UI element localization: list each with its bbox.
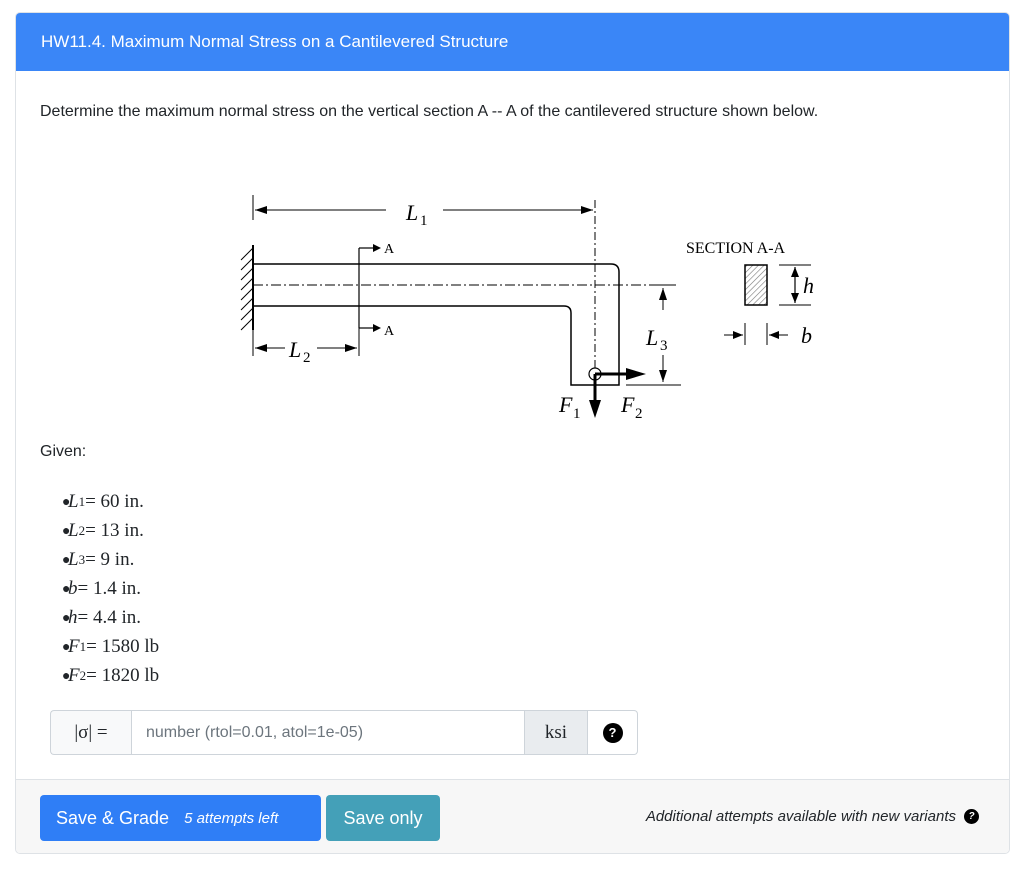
help-icon[interactable]: ?: [964, 809, 979, 824]
param-sub: 2: [78, 523, 86, 538]
force-F2-arrow: [626, 368, 646, 380]
question-title: HW11.4. Maximum Normal Stress on a Canti…: [16, 13, 1009, 71]
label-L1: L: [405, 200, 418, 225]
label-F2-sub: 2: [635, 406, 643, 422]
label-L3: L: [645, 325, 658, 350]
cut-label-top: A: [384, 242, 395, 257]
param-var: L: [68, 520, 79, 541]
attempts-note-text: Additional attempts available with new v…: [645, 808, 956, 825]
answer-input-group: |σ| = ksi ?: [50, 710, 638, 755]
save-grade-label: Save & Grade: [56, 807, 170, 828]
label-F1-sub: 1: [573, 406, 581, 422]
label-F1: F: [558, 392, 573, 417]
section-aa-detail: SECTION A-A h b: [686, 240, 814, 348]
save-grade-button[interactable]: Save & Grade 5 attempts left: [40, 795, 321, 841]
list-item: ●h = 4.4 in.: [40, 603, 159, 632]
param-sub: 2: [79, 668, 87, 683]
card-footer: Save & Grade 5 attempts left Save only A…: [16, 779, 1009, 853]
param-eq: = 13 in.: [85, 520, 144, 541]
dimension-L1: L 1: [252, 195, 593, 229]
attempts-left: 5 attempts left: [184, 809, 279, 827]
param-eq: = 9 in.: [85, 549, 135, 570]
section-cut-A: A A: [358, 242, 395, 339]
param-eq: = 1820 lb: [86, 665, 160, 686]
question-prompt: Determine the maximum normal stress on t…: [40, 103, 819, 120]
label-L1-sub: 1: [420, 213, 428, 229]
attempts-note: Additional attempts available with new v…: [646, 808, 979, 825]
param-eq: = 1.4 in.: [77, 578, 142, 599]
param-sub: 1: [78, 494, 86, 509]
question-title-text: HW11.4. Maximum Normal Stress on a Canti…: [41, 32, 509, 51]
wall-support: [240, 245, 254, 331]
cut-label-bottom: A: [384, 324, 395, 339]
param-sub: 3: [78, 552, 86, 567]
param-var: L: [68, 491, 79, 512]
answer-label: |σ| =: [50, 710, 131, 755]
param-var: h: [68, 607, 78, 628]
param-var: F: [68, 665, 80, 686]
dimension-L2: L 2: [252, 328, 360, 366]
question-card: HW11.4. Maximum Normal Stress on a Canti…: [15, 12, 1010, 854]
label-F2: F: [620, 392, 635, 417]
param-eq: = 1580 lb: [86, 636, 160, 657]
beam-body: [253, 263, 620, 386]
label-L2-sub: 2: [303, 350, 311, 366]
cantilever-diagram: L 1 A A L 2 L: [240, 195, 814, 422]
label-L3-sub: 3: [660, 338, 668, 354]
answer-unit: ksi: [525, 710, 588, 755]
given-label: Given:: [40, 443, 87, 460]
list-item: ●b = 1.4 in.: [40, 574, 159, 603]
param-eq: = 4.4 in.: [77, 607, 142, 628]
param-sub: 1: [79, 639, 87, 654]
param-var: L: [68, 549, 79, 570]
label-L2: L: [288, 337, 301, 362]
save-only-button[interactable]: Save only: [326, 795, 440, 841]
section-aa-label: SECTION A-A: [686, 240, 786, 257]
param-var: F: [68, 636, 80, 657]
label-b: b: [801, 323, 812, 348]
dimension-L3: L 3: [626, 284, 681, 386]
help-icon: ?: [602, 722, 623, 743]
answer-help-button[interactable]: ?: [588, 710, 638, 755]
label-h: h: [803, 273, 814, 298]
force-F1-arrow: [589, 400, 601, 418]
param-var: b: [68, 578, 78, 599]
load-point: F 1 F 2: [558, 367, 646, 422]
param-eq: = 60 in.: [85, 491, 144, 512]
answer-input[interactable]: [131, 710, 525, 755]
